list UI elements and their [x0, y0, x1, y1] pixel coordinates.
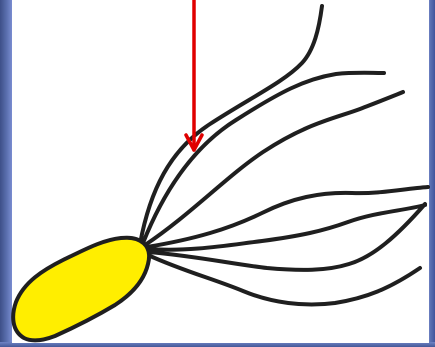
red-arrow — [186, 0, 202, 150]
flagellum-7 — [148, 255, 420, 305]
bacterium-cell-body — [13, 238, 149, 341]
flagella-group — [140, 6, 428, 305]
